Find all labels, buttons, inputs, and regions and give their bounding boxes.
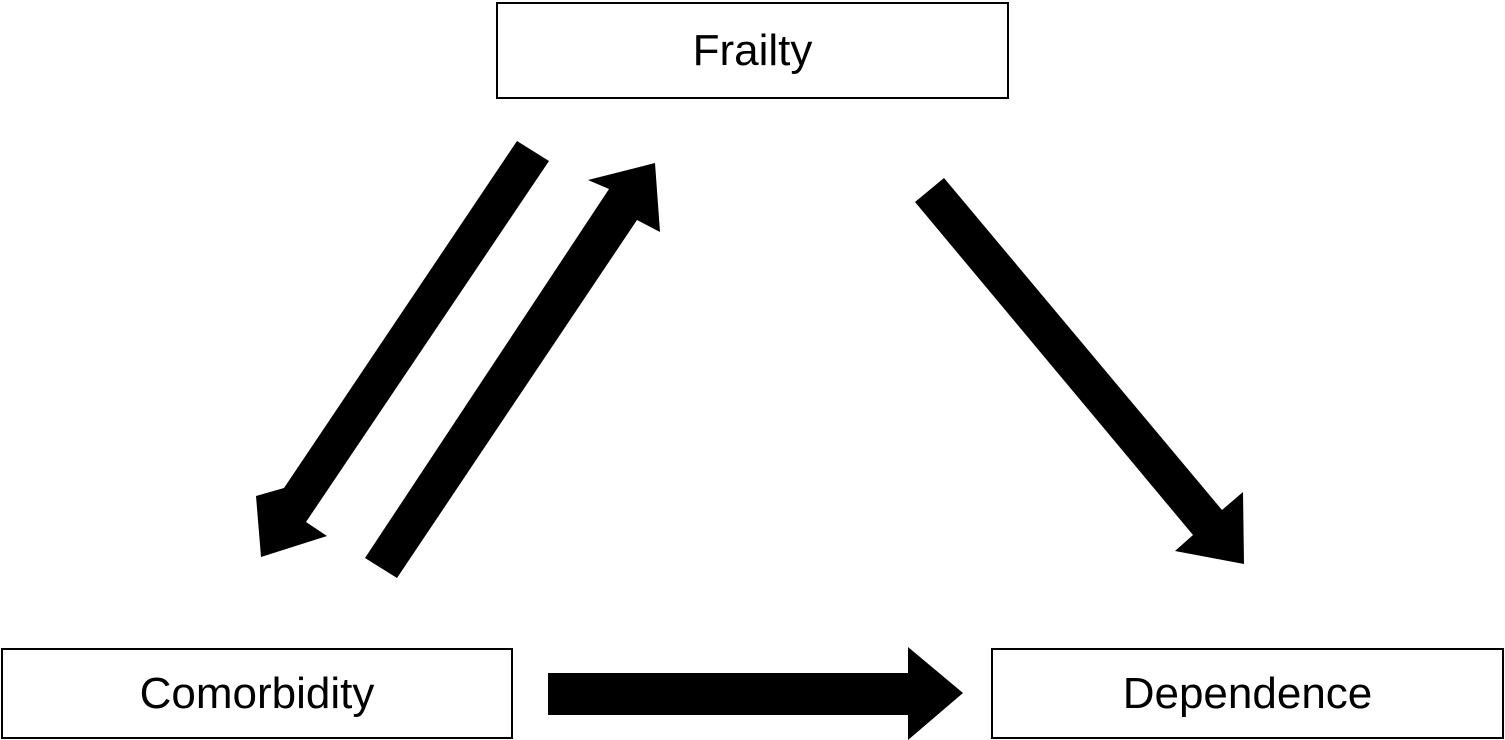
arrow-frailty-to-dependence [915, 178, 1244, 564]
node-dependence-label: Dependence [1122, 668, 1373, 718]
node-frailty-label: Frailty [692, 25, 813, 75]
node-dependence: Dependence [991, 648, 1504, 739]
arrow-comorbidity-to-frailty [365, 163, 660, 578]
arrow-comorbidity-to-dependence [548, 647, 963, 740]
node-comorbidity-label: Comorbidity [139, 668, 375, 718]
node-comorbidity: Comorbidity [1, 648, 513, 739]
arrow-frailty-to-comorbidity [256, 141, 549, 557]
node-frailty: Frailty [496, 2, 1009, 99]
